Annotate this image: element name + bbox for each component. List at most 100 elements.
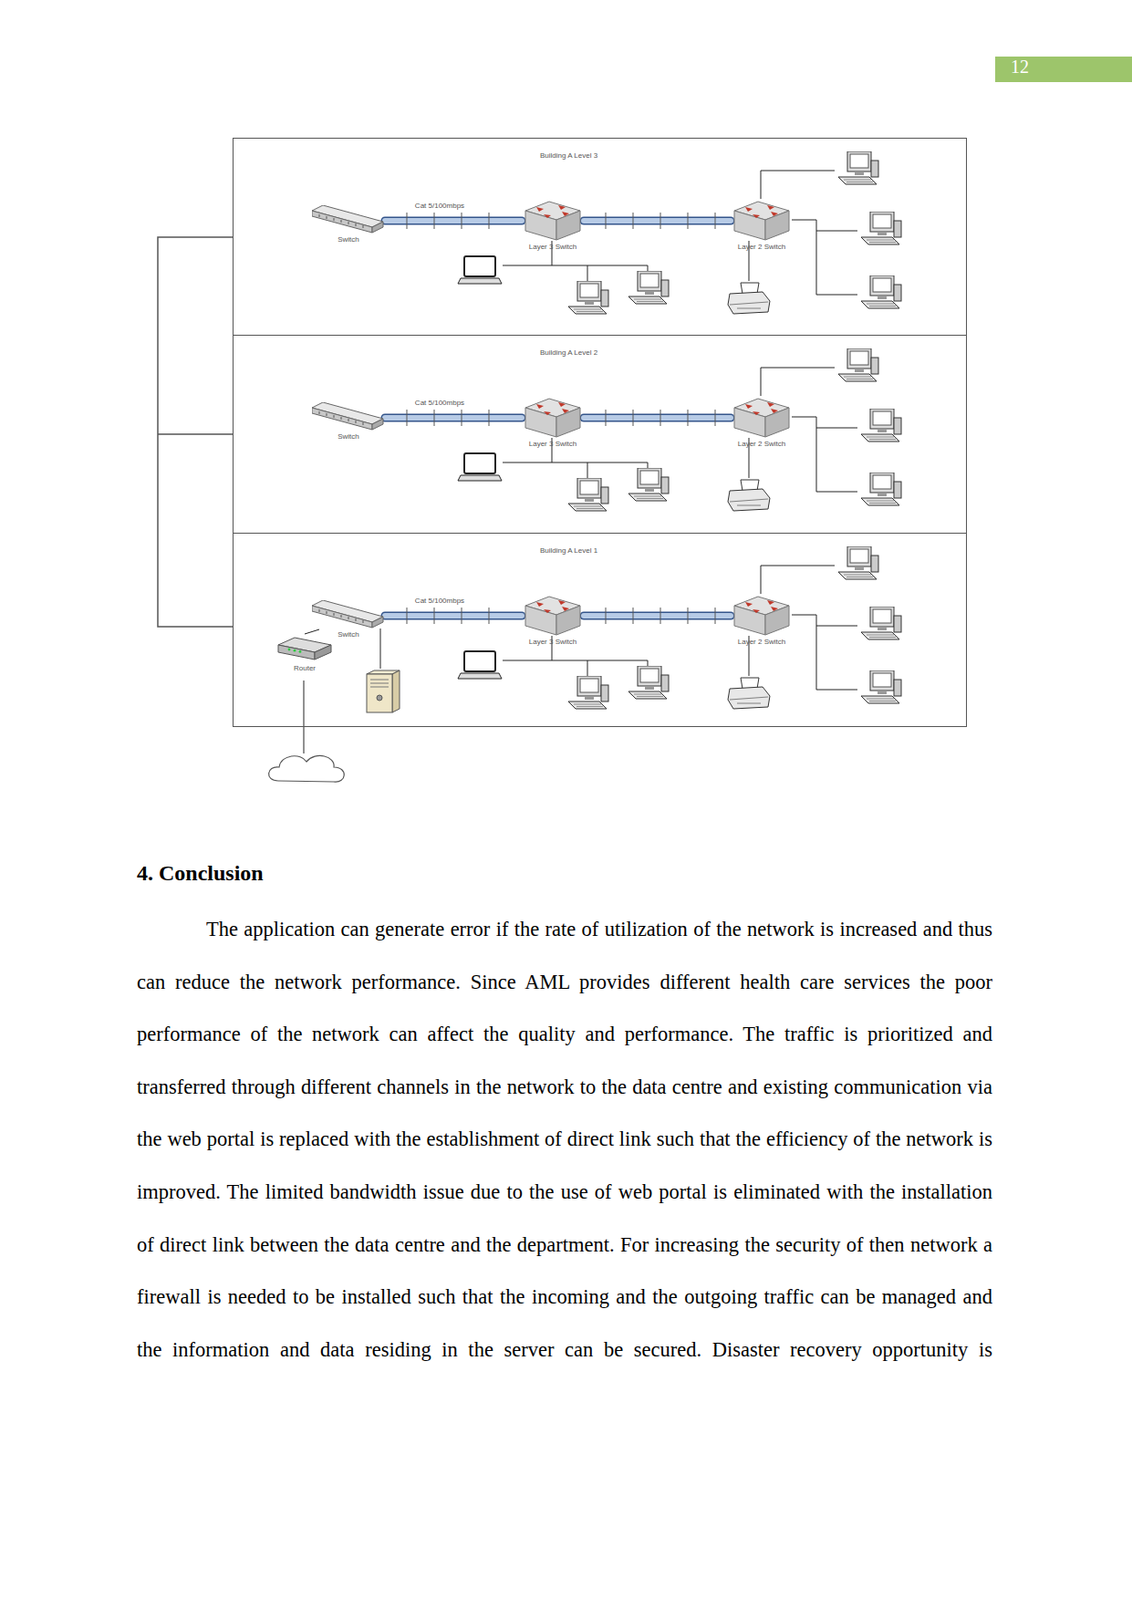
device-label: Router [249,664,361,673]
cable-tick [461,409,463,426]
cable-tick [660,409,662,426]
switch-icon [311,600,385,630]
layer2-switch: Layer 2 Switch [730,396,793,448]
cable-tick [687,409,689,426]
cable-tick [687,607,689,624]
device-label: Layer 3 Switch [494,637,612,646]
switch-icon [311,205,384,233]
device-label: Switch [284,432,413,441]
cable-tick [488,607,490,624]
cable-tick [488,212,490,229]
cable-tick [660,212,662,229]
laptop-icon [457,453,502,481]
pc-icon [861,606,902,640]
building-level: Building A Level 1SwitchRouterLayer 3 Sw… [232,532,967,727]
device-label: Layer 3 Switch [494,439,612,448]
cable-tick [461,212,463,229]
wire [304,629,320,634]
router-icon [278,637,332,660]
layer2-switch: Layer 2 Switch [730,199,793,251]
layer3-switch-icon [521,594,584,637]
section-heading: 4. Conclusion [136,861,264,886]
laptop-icon [457,256,502,284]
cable-label: Cat 5/100mbps [413,596,467,605]
pc-icon [568,477,609,511]
cable-tick [605,212,607,229]
laptop-icon [457,651,502,679]
page-number: 12 [995,56,1132,83]
cable-tick [434,212,436,229]
layer2-switch-icon [734,398,790,437]
cable-label: Cat 5/100mbps [413,201,467,210]
cable-tick [406,409,408,426]
cable-label: Cat 5/100mbps [413,398,467,407]
cable-tick [715,212,717,229]
pc-icon [838,348,879,382]
server-wire [380,628,382,669]
cable [583,409,731,426]
device-label: Layer 2 Switch [703,439,821,448]
layer2-switch-icon [730,199,793,242]
building-riser-line [157,237,233,627]
switch: Switch [311,205,385,244]
router: Router [276,633,333,673]
cable-outline [384,217,522,226]
body-paragraph: The application can generate error if th… [136,903,993,1376]
pc-icon [861,275,902,309]
cable [384,415,522,421]
printer-icon [727,282,770,314]
layer3-switch-icon [521,199,584,242]
switch-icon [311,600,384,628]
layer2-switch: Layer 2 Switch [730,594,793,646]
end-devices [457,546,902,709]
pc-icon [861,670,902,704]
pc-icon [861,472,902,506]
cable-tick [406,212,408,229]
level-title: Building A Level 3 [540,151,598,160]
printer-icon [727,479,770,511]
pc-icon [568,675,609,709]
cable-tick [488,409,490,426]
cable [384,212,522,229]
device-label: Switch [284,630,413,639]
pc-icon [838,151,879,185]
cable [384,607,522,624]
cable-tick [434,409,436,426]
cable [384,409,522,426]
cable [304,629,320,634]
cable [384,218,522,224]
switch: Switch [311,600,385,639]
building-level: Building A Level 3 Switch Layer 3 Switch La… [232,137,967,336]
cable-tick [605,409,607,426]
cable-tick [633,409,634,426]
layer3-switch: Layer 3 Switch [521,199,584,251]
layer3-switch: Layer 3 Switch [521,594,584,646]
device-wire [502,367,858,492]
switch-icon [311,402,384,430]
cable-tick [660,607,662,624]
pc-icon [628,665,669,699]
layer3-switch-icon [525,201,581,240]
switch-icon [311,402,385,432]
pc-icon [861,211,902,245]
layer3-switch: Layer 3 Switch [521,396,584,448]
layer2-switch-icon [730,594,793,637]
level-title: Building A Level 1 [540,546,598,555]
router-icon [276,633,333,664]
layer2-switch-icon [734,201,790,240]
internet-wire [303,680,305,754]
server-icon [366,670,400,713]
printer-icon [727,677,770,709]
cable [583,212,731,229]
cable-tick [687,212,689,229]
pc-icon [861,408,902,442]
layer3-switch-icon [521,396,584,439]
layer2-switch-icon [734,596,790,635]
device-wire [502,170,858,295]
device-label: Switch [284,235,413,244]
end-devices [457,151,902,314]
pc-icon [628,467,669,501]
cable-tick [633,212,634,229]
cable-outline [384,414,522,423]
internet-cloud [269,755,345,782]
